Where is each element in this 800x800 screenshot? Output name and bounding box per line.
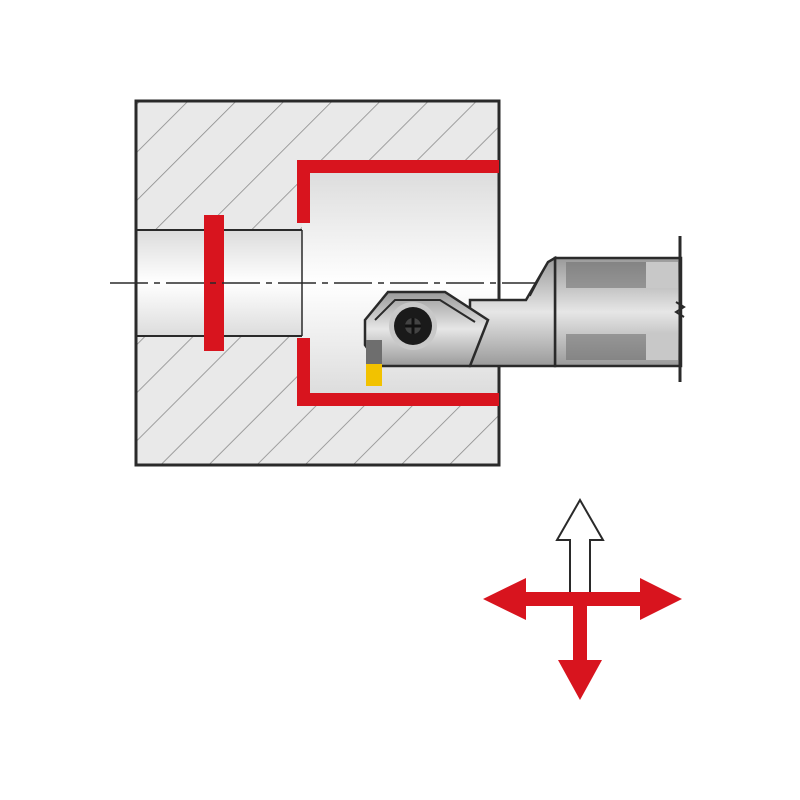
cutting-insert xyxy=(366,340,382,386)
feed-up-arrow xyxy=(555,497,605,599)
torx-screw-icon xyxy=(389,302,437,350)
feed-right-arrow xyxy=(640,578,682,620)
feed-left-arrow xyxy=(483,578,526,620)
feed-down-arrow xyxy=(558,660,602,700)
feed-direction-arrows xyxy=(483,497,682,700)
